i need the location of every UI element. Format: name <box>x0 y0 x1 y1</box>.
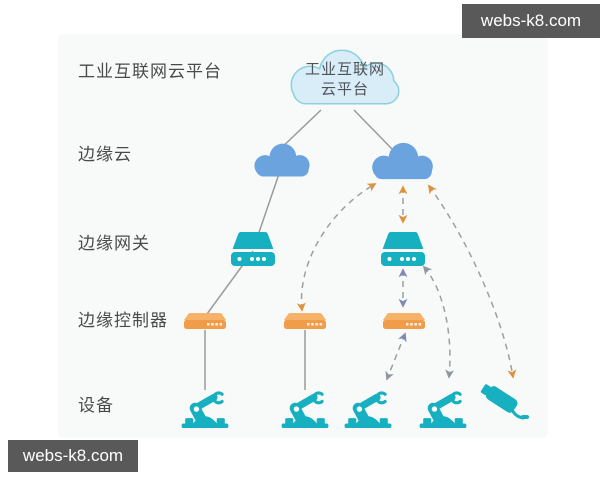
cloud-platform-text-line1: 工业互联网 <box>304 61 385 78</box>
camera-icon <box>480 384 529 420</box>
edge-edgecloud2-camera <box>427 184 517 379</box>
controller-icon <box>383 313 425 329</box>
cloud-outline-icon <box>290 49 400 105</box>
edge-cloud-2-node <box>367 139 438 184</box>
edge-gateway2-robot4 <box>422 265 455 379</box>
camera-1-node <box>476 383 530 427</box>
watermark-bottom-left: webs-k8.com <box>8 440 138 472</box>
cloud-platform-text-line2: 云平台 <box>320 81 369 98</box>
robot-arm-icon <box>344 391 392 428</box>
gateway-2-node <box>378 230 428 270</box>
robot-arm-icon <box>281 391 329 428</box>
edge-controller2-edgecloud2 <box>296 183 377 312</box>
cloud-platform-node <box>278 45 412 111</box>
layer-label-edge-cloud: 边缘云 <box>78 145 132 164</box>
edge-controller3-robot3 <box>385 332 407 381</box>
robot-3-node <box>341 383 395 428</box>
controller-1-node <box>182 312 228 330</box>
cloud-icon <box>372 142 433 180</box>
layer-label-edge-gateway: 边缘网关 <box>78 234 150 253</box>
gateway-icon <box>381 232 425 266</box>
robot-2-node <box>278 383 332 428</box>
controller-3-node <box>381 312 427 330</box>
cloud-icon <box>254 143 310 177</box>
gateway-icon <box>231 232 275 266</box>
gateway-1-node <box>228 230 278 270</box>
watermark-top-right: webs-k8.com <box>462 4 600 38</box>
layer-label-edge-controller: 边缘控制器 <box>78 311 168 330</box>
controller-2-node <box>282 312 328 330</box>
layer-label-cloud-platform: 工业互联网云平台 <box>78 62 222 81</box>
controller-icon <box>284 313 326 329</box>
controller-icon <box>184 313 226 329</box>
robot-1-node <box>178 383 232 428</box>
robot-4-node <box>416 383 470 428</box>
cloud-platform-text: 工业互联网 云平台 <box>286 60 404 100</box>
edge-platform-edgecloud2 <box>353 109 393 150</box>
robot-arm-icon <box>419 391 467 428</box>
robot-arm-icon <box>181 391 229 428</box>
layer-label-device: 设备 <box>78 396 114 415</box>
edge-cloud-1-node <box>250 140 314 181</box>
